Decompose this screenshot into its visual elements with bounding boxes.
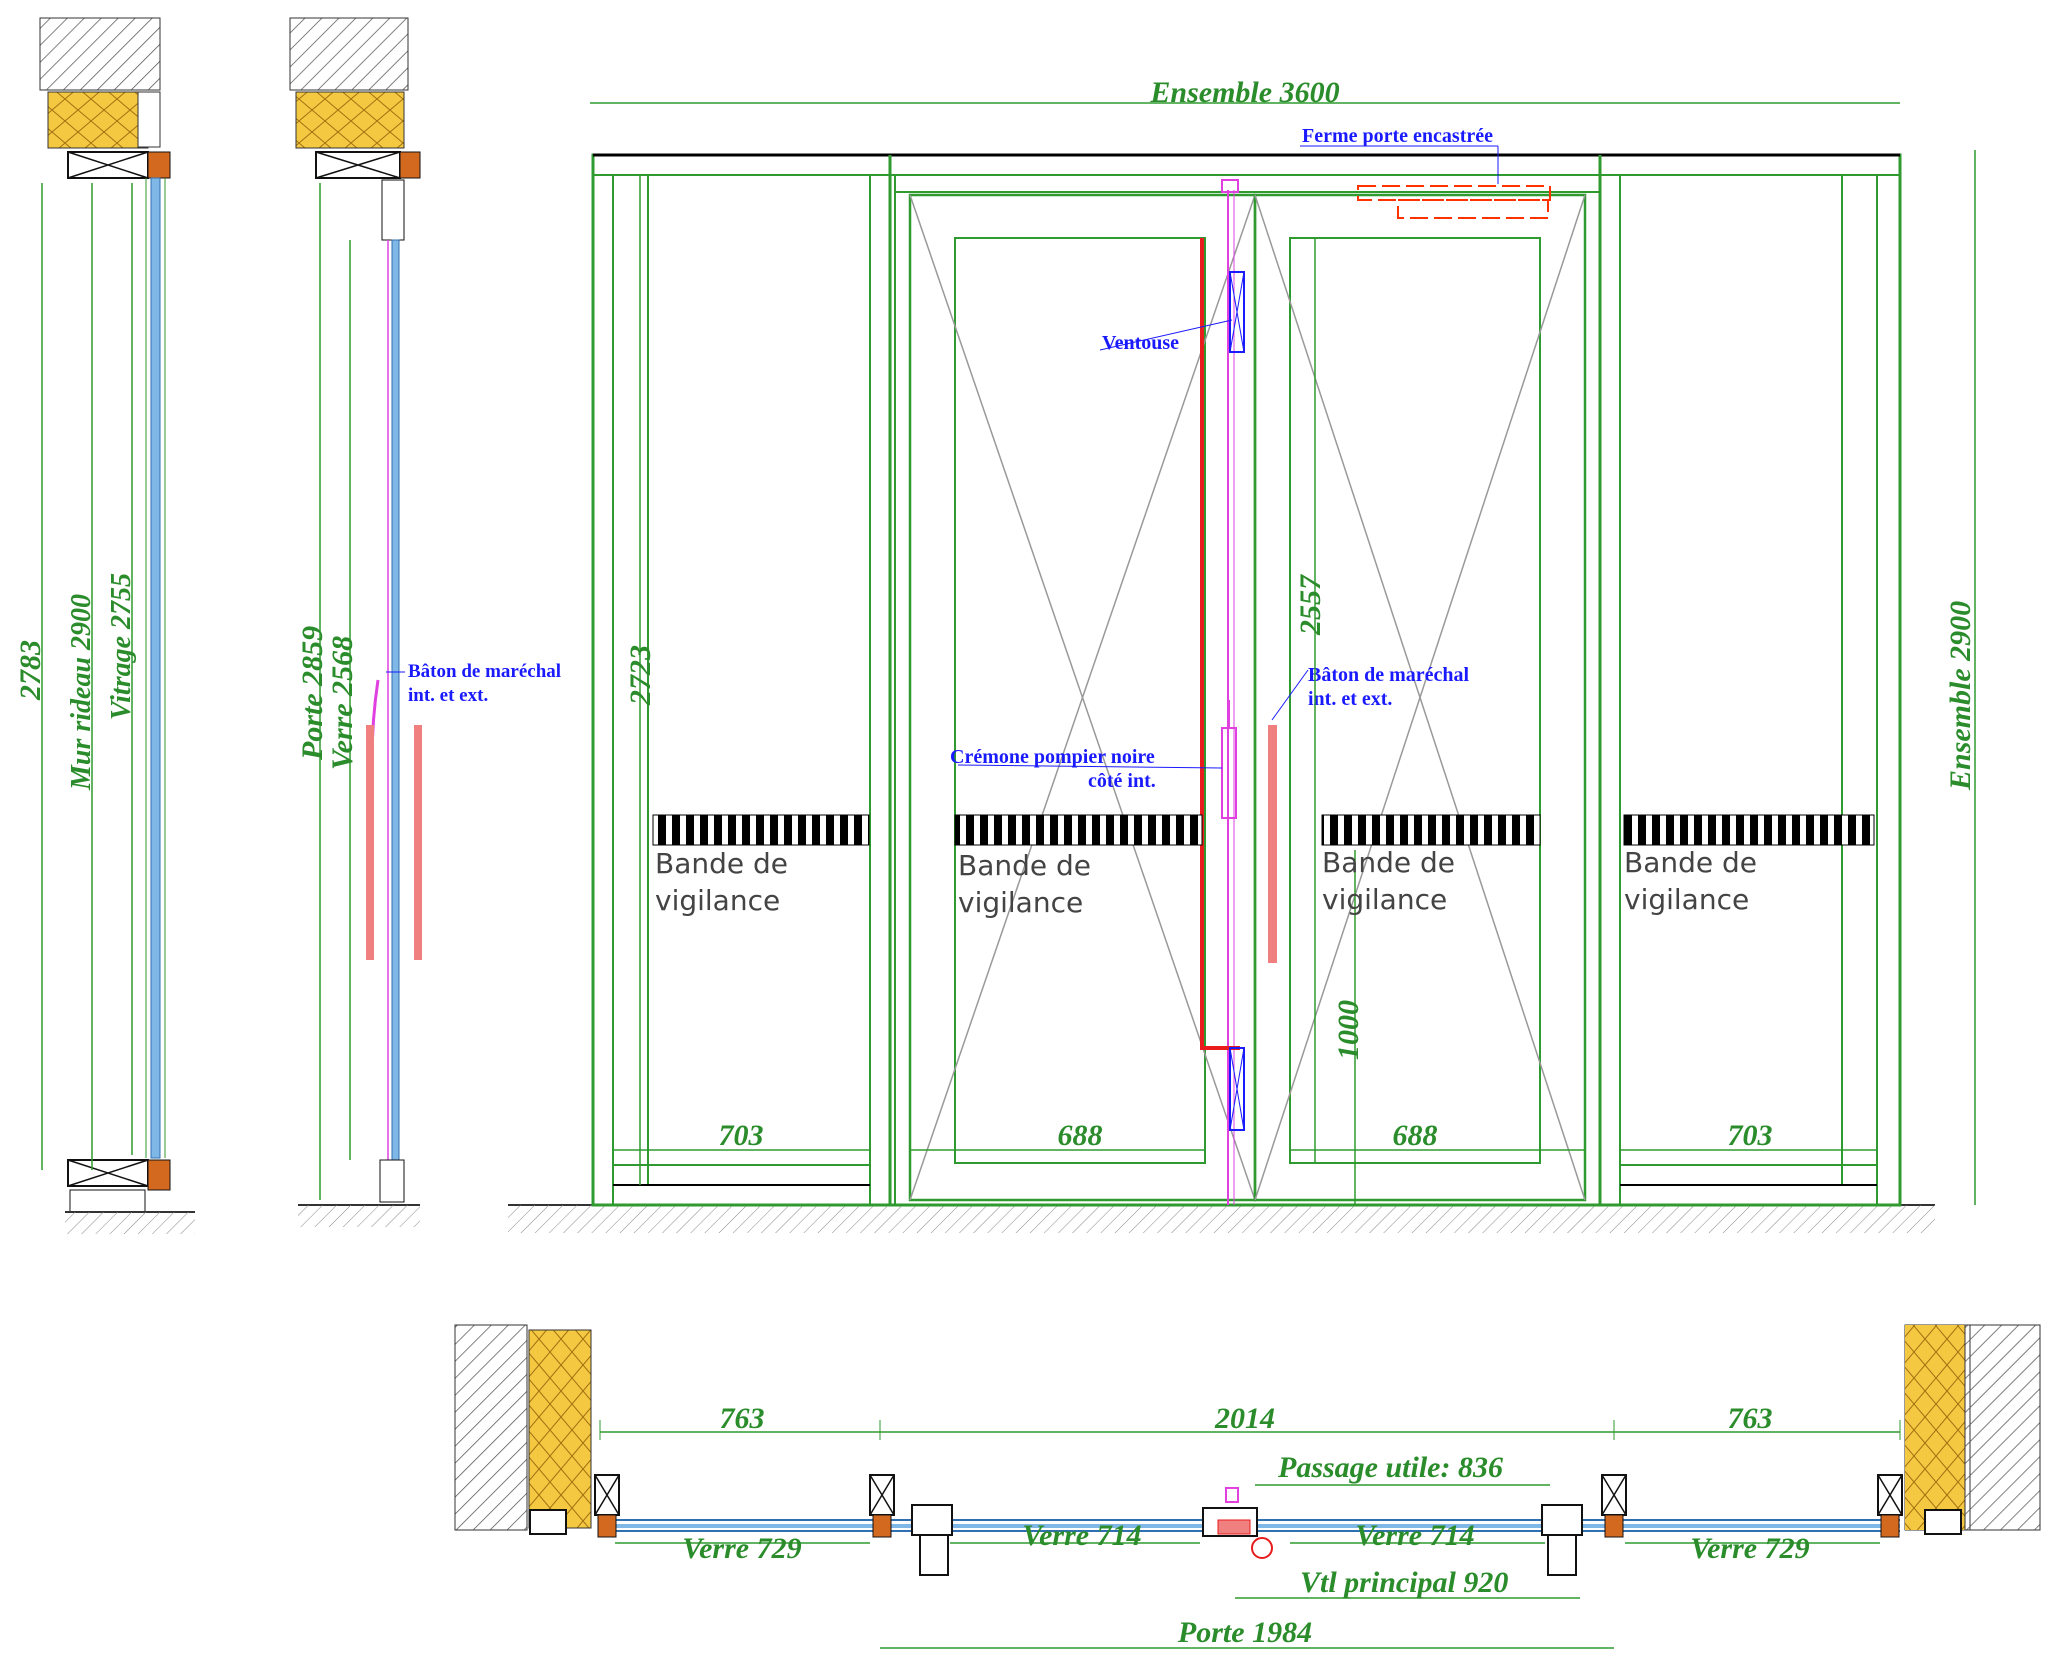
front-elevation: Ensemble 3600 Ensemble 2900 bbox=[508, 76, 1977, 1233]
glazing-height-label: Vitrage 2755 bbox=[106, 573, 137, 720]
vigilance-band-3: Bande de vigilance 688 bbox=[1290, 814, 1585, 1152]
door-closer-label: Ferme porte encastrée bbox=[1302, 125, 1493, 147]
vertical-section-curtain-wall: 2783 Mur rideau 2900 Vitrage 2755 bbox=[14, 17, 195, 1234]
handle-note-line-2: int. et ext. bbox=[408, 685, 488, 706]
fixed-glass-height-label: 2723 bbox=[624, 645, 657, 706]
band-label-1b: vigilance bbox=[655, 884, 780, 917]
panel-width-3: 688 bbox=[1393, 1119, 1438, 1152]
door-height-label: Porte 2859 bbox=[296, 626, 329, 761]
band-label-2b: vigilance bbox=[958, 886, 1083, 919]
horizontal-plan-section: 763 2014 763 Passage utile: 836 Verre 72… bbox=[454, 1324, 2041, 1649]
band-label-3a: Bande de bbox=[1322, 846, 1455, 879]
handle-label-line-1: Bâton de maréchal bbox=[1308, 664, 1470, 686]
handle-note-line-1: Bâton de maréchal bbox=[408, 661, 561, 682]
magnet-label: Ventouse bbox=[1102, 332, 1179, 354]
band-label-4a: Bande de bbox=[1624, 846, 1757, 879]
overall-height-label: 2783 bbox=[14, 640, 47, 701]
overall-height-label-right: Ensemble 2900 bbox=[1944, 601, 1977, 791]
glass-leaf-left-label: Verre 714 bbox=[1022, 1519, 1141, 1552]
vertical-section-door: Porte 2859 Verre 2568 Bâton de maréchal … bbox=[289, 17, 561, 1227]
plan-left-width: 763 bbox=[720, 1402, 765, 1435]
door-width-label: Porte 1984 bbox=[1177, 1616, 1312, 1649]
glass-left-label: Verre 729 bbox=[682, 1532, 801, 1565]
band-label-2a: Bande de bbox=[958, 849, 1091, 882]
main-leaf-label: Vtl principal 920 bbox=[1300, 1566, 1508, 1599]
leaf-glass-height-label: 2557 bbox=[1294, 574, 1327, 636]
glass-right-label: Verre 729 bbox=[1690, 1532, 1809, 1565]
vigilance-band-1: Bande de vigilance 703 bbox=[613, 814, 870, 1152]
overall-width-label: Ensemble 3600 bbox=[1149, 76, 1339, 109]
panel-width-2: 688 bbox=[1058, 1119, 1103, 1152]
vigilance-band-4: Bande de vigilance 703 bbox=[1620, 814, 1877, 1152]
vigilance-band-2: Bande de vigilance 688 bbox=[910, 814, 1205, 1152]
handle-label-line-2: int. et ext. bbox=[1308, 688, 1392, 710]
band-label-1a: Bande de bbox=[655, 847, 788, 880]
band-label-3b: vigilance bbox=[1322, 883, 1447, 916]
plan-center-width: 2014 bbox=[1214, 1402, 1275, 1435]
band-label-4b: vigilance bbox=[1624, 883, 1749, 916]
curtain-wall-height-label: Mur rideau 2900 bbox=[66, 594, 97, 791]
band-height-label: 1000 bbox=[1332, 1000, 1365, 1060]
panel-width-4: 703 bbox=[1728, 1119, 1773, 1152]
glass-leaf-right-label: Verre 714 bbox=[1355, 1519, 1474, 1552]
clear-passage-label: Passage utile: 836 bbox=[1277, 1451, 1503, 1484]
panel-width-1: 703 bbox=[719, 1119, 764, 1152]
glass-height-label: Verre 2568 bbox=[326, 636, 359, 770]
cremone-label-line-1: Crémone pompier noire bbox=[950, 746, 1155, 768]
cremone-label-line-2: côté int. bbox=[1088, 770, 1156, 792]
plan-right-width: 763 bbox=[1728, 1402, 1773, 1435]
